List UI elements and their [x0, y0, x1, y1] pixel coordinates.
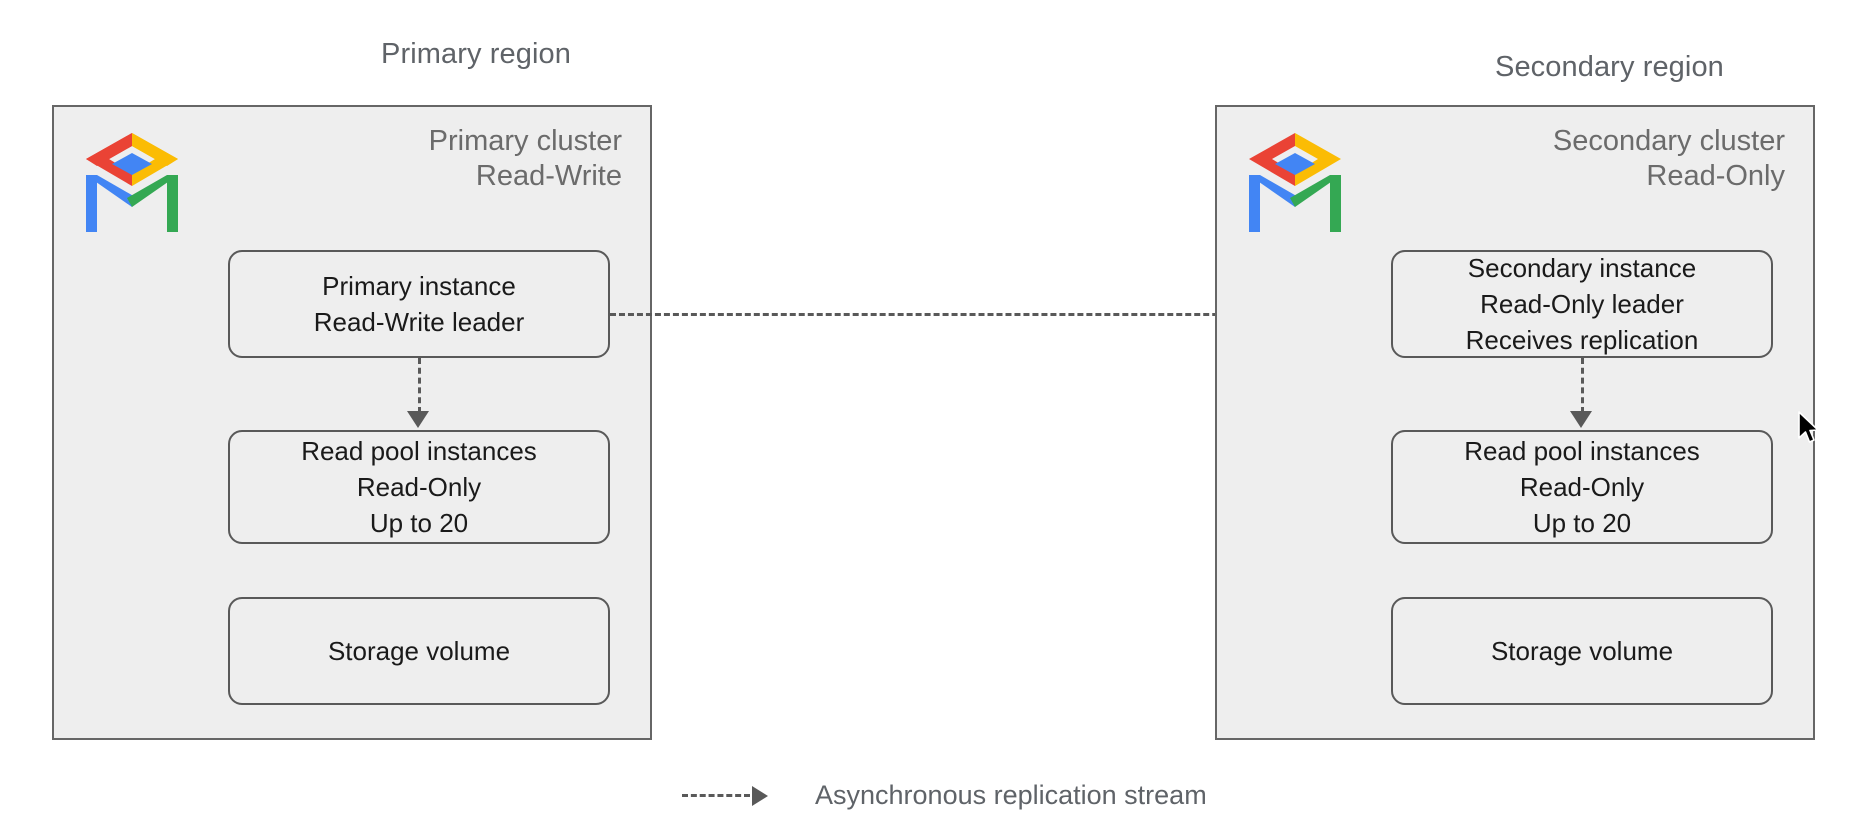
secondary-internal-connector-line: [1581, 358, 1584, 413]
node-secondary-storage-volume[interactable]: Storage volume: [1391, 597, 1773, 705]
primary-region-title: Primary region: [381, 38, 571, 70]
node-secondary-read-pool[interactable]: Read pool instances Read-Only Up to 20: [1391, 430, 1773, 544]
legend-arrow-icon: [752, 785, 768, 806]
legend-dashed-line-icon: [682, 794, 750, 797]
node-primary-storage-volume[interactable]: Storage volume: [228, 597, 610, 705]
primary-internal-connector-arrow: [407, 411, 429, 428]
legend: Asynchronous replication stream: [682, 780, 1207, 811]
node-primary-instance[interactable]: Primary instance Read-Write leader: [228, 250, 610, 358]
primary-cluster-heading: Primary cluster Read-Write: [428, 125, 622, 192]
alloydb-logo-icon: [80, 132, 184, 232]
alloydb-logo-icon: [1243, 132, 1347, 232]
secondary-region-title: Secondary region: [1495, 51, 1724, 83]
replication-stream-line: [610, 313, 1380, 316]
primary-internal-connector-line: [418, 358, 421, 413]
secondary-internal-connector-arrow: [1570, 411, 1592, 428]
secondary-cluster-heading: Secondary cluster Read-Only: [1552, 125, 1785, 192]
node-secondary-instance[interactable]: Secondary instance Read-Only leader Rece…: [1391, 250, 1773, 358]
node-primary-read-pool[interactable]: Read pool instances Read-Only Up to 20: [228, 430, 610, 544]
legend-label: Asynchronous replication stream: [815, 780, 1207, 810]
